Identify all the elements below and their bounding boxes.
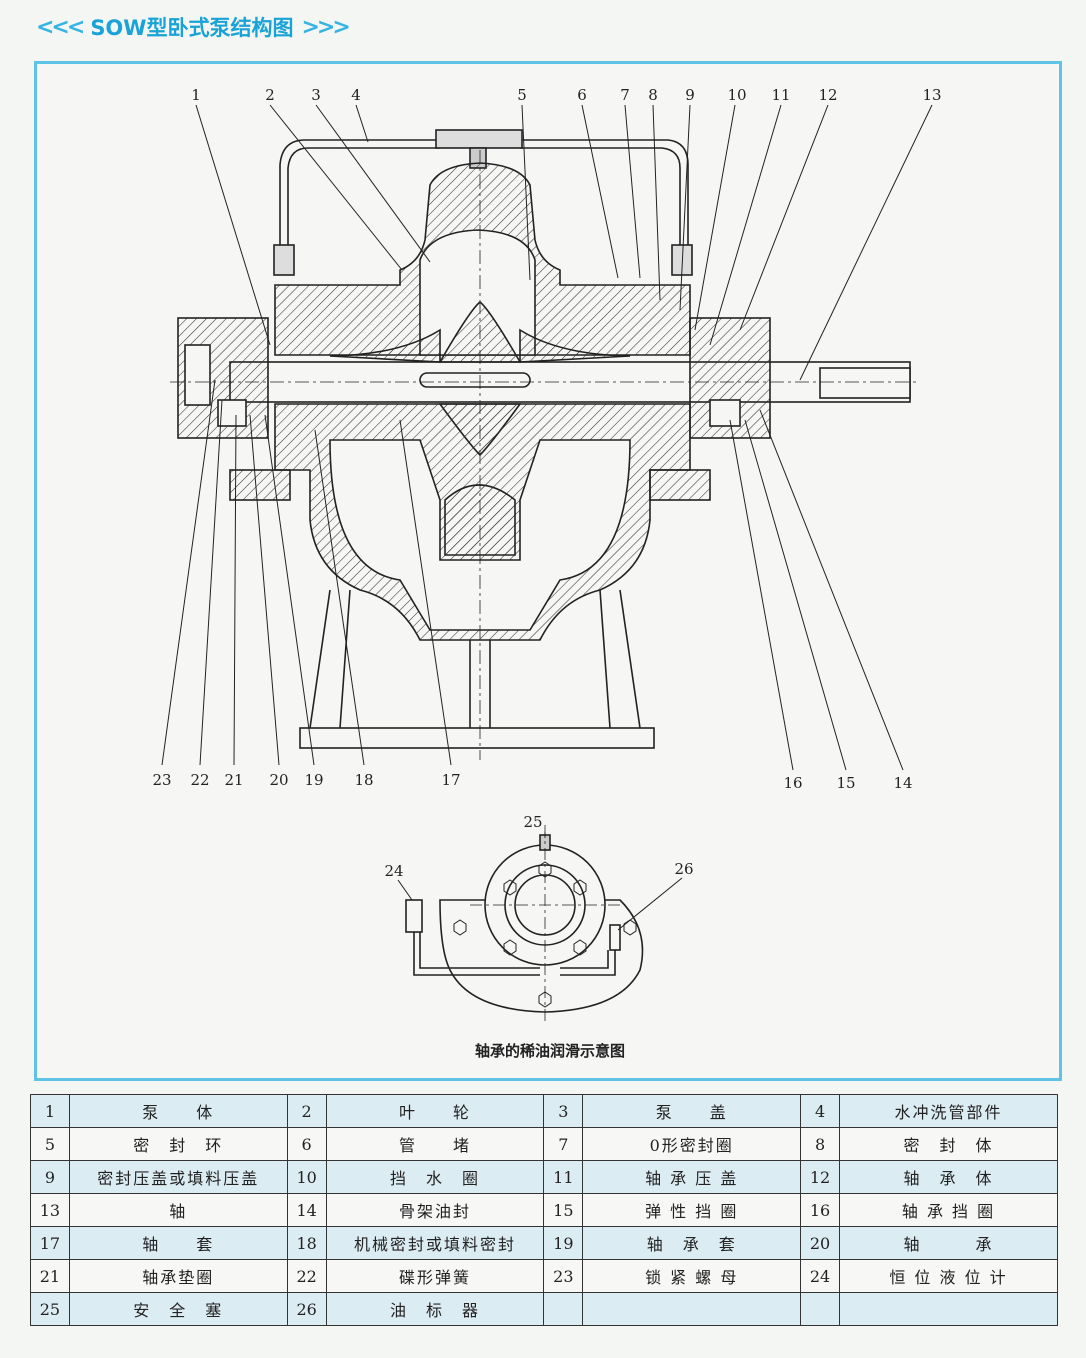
callout-7: 7 xyxy=(620,86,630,104)
callout-15: 15 xyxy=(836,774,855,792)
callout-1: 1 xyxy=(191,86,201,104)
part-number: 5 xyxy=(30,1127,70,1161)
part-name: 轴 承 体 xyxy=(838,1160,1059,1194)
part-number: 25 xyxy=(30,1292,70,1326)
title-chevrons-left: <<< xyxy=(36,14,85,40)
part-name: 碟形弹簧 xyxy=(325,1259,545,1293)
callout-2: 2 xyxy=(265,86,275,104)
callout-26: 26 xyxy=(674,860,693,878)
callout-20: 20 xyxy=(269,771,288,789)
part-name: 轴 承 xyxy=(838,1226,1059,1260)
part-name: 机械密封或填料密封 xyxy=(325,1226,545,1260)
callout-18: 18 xyxy=(354,771,373,789)
part-number: 20 xyxy=(800,1226,840,1260)
part-number: 14 xyxy=(286,1193,327,1227)
pump-cross-section-drawing: 1 2 3 4 5 6 7 8 9 10 11 12 13 14 15 16 1… xyxy=(152,86,942,1025)
part-number: 3 xyxy=(543,1094,584,1128)
callout-13: 13 xyxy=(922,86,941,104)
part-name: 叶 轮 xyxy=(325,1094,545,1128)
part-number: 1 xyxy=(30,1094,70,1128)
callout-22: 22 xyxy=(190,771,209,789)
part-name xyxy=(582,1292,802,1326)
callout-8: 8 xyxy=(648,86,658,104)
callout-4: 4 xyxy=(351,86,361,104)
part-number: 7 xyxy=(543,1127,584,1161)
part-number xyxy=(543,1292,584,1326)
callout-9: 9 xyxy=(685,86,695,104)
callout-16: 16 xyxy=(783,774,802,792)
part-name: 挡 水 圈 xyxy=(325,1160,545,1194)
callout-23: 23 xyxy=(152,771,171,789)
part-name: 水冲洗管部件 xyxy=(838,1094,1059,1128)
part-name: 密 封 体 xyxy=(838,1127,1059,1161)
callout-14: 14 xyxy=(893,774,912,792)
part-number xyxy=(800,1292,840,1326)
part-name: 泵 盖 xyxy=(582,1094,802,1128)
part-number: 8 xyxy=(800,1127,840,1161)
callout-12: 12 xyxy=(818,86,837,104)
callout-11: 11 xyxy=(771,86,790,104)
callout-19: 19 xyxy=(304,771,323,789)
part-name: 轴承垫圈 xyxy=(68,1259,288,1293)
callout-25: 25 xyxy=(523,813,542,831)
inset-caption: 轴承的稀油润滑示意图 xyxy=(474,1042,625,1060)
part-number: 10 xyxy=(286,1160,327,1194)
part-number: 12 xyxy=(800,1160,840,1194)
part-name: 安 全 塞 xyxy=(68,1292,288,1326)
title-text: SOW型卧式泵结构图 xyxy=(90,16,294,40)
part-name: 密封压盖或填料压盖 xyxy=(68,1160,288,1194)
part-number: 2 xyxy=(286,1094,327,1128)
part-number: 19 xyxy=(543,1226,584,1260)
part-number: 4 xyxy=(800,1094,840,1128)
callout-24: 24 xyxy=(384,862,403,880)
part-name: 轴 xyxy=(68,1193,288,1227)
part-name xyxy=(838,1292,1059,1326)
part-name: 泵 体 xyxy=(68,1094,288,1128)
callout-6: 6 xyxy=(577,86,587,104)
part-number: 18 xyxy=(286,1226,327,1260)
callout-17: 17 xyxy=(441,771,460,789)
part-number: 26 xyxy=(286,1292,327,1326)
part-number: 9 xyxy=(30,1160,70,1194)
part-name: 轴 承 套 xyxy=(582,1226,802,1260)
part-number: 17 xyxy=(30,1226,70,1260)
page-title: <<< SOW型卧式泵结构图 >>> xyxy=(36,10,351,44)
part-name: 弹 性 挡 圈 xyxy=(582,1193,802,1227)
part-number: 6 xyxy=(286,1127,327,1161)
callout-21: 21 xyxy=(224,771,243,789)
part-name: 恒 位 液 位 计 xyxy=(838,1259,1059,1293)
callout-3: 3 xyxy=(311,86,321,104)
part-number: 24 xyxy=(800,1259,840,1293)
part-number: 21 xyxy=(30,1259,70,1293)
part-name: 骨架油封 xyxy=(325,1193,545,1227)
part-name: 0形密封圈 xyxy=(582,1127,802,1161)
callout-10: 10 xyxy=(727,86,746,104)
part-number: 13 xyxy=(30,1193,70,1227)
part-name: 密 封 环 xyxy=(68,1127,288,1161)
part-number: 23 xyxy=(543,1259,584,1293)
part-number: 15 xyxy=(543,1193,584,1227)
callout-5: 5 xyxy=(517,86,527,104)
part-number: 22 xyxy=(286,1259,327,1293)
part-number: 16 xyxy=(800,1193,840,1227)
part-name: 轴 承 压 盖 xyxy=(582,1160,802,1194)
part-name: 轴 套 xyxy=(68,1226,288,1260)
part-number: 11 xyxy=(543,1160,584,1194)
oil-lubrication-inset xyxy=(397,825,683,1025)
part-name: 管 堵 xyxy=(325,1127,545,1161)
part-name: 油 标 器 xyxy=(325,1292,545,1326)
part-name: 轴 承 挡 圈 xyxy=(838,1193,1059,1227)
title-chevrons-right: >>> xyxy=(301,14,350,40)
part-name: 锁 紧 螺 母 xyxy=(582,1259,802,1293)
